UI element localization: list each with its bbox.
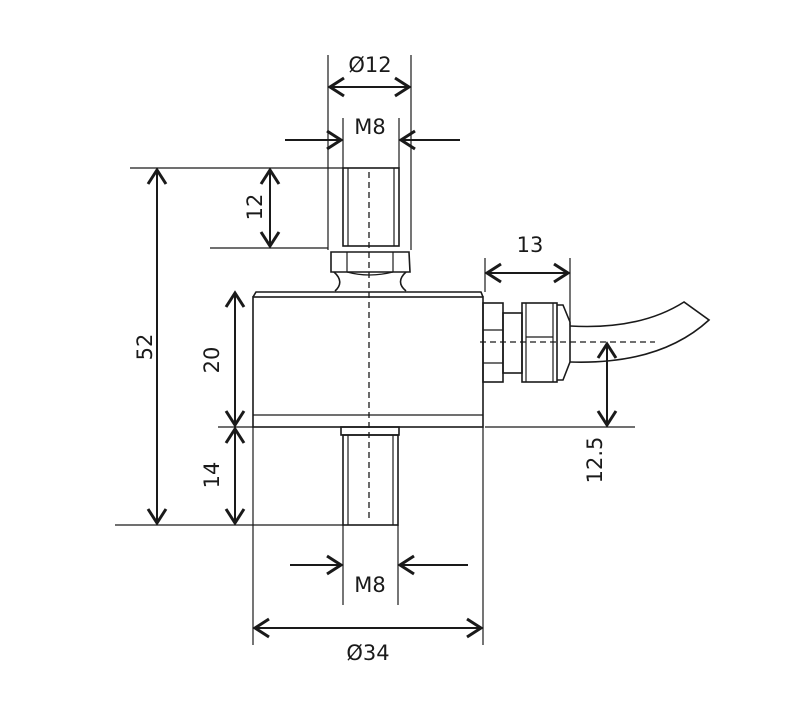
dim-top-diameter: [327, 55, 412, 250]
dim-label-connector-length: 13: [517, 233, 544, 257]
top-hex-nut: [330, 251, 411, 292]
dim-label-body-diameter: Ø34: [346, 641, 389, 665]
cable-connector: [482, 302, 571, 383]
dim-top-stud-length: [210, 167, 328, 249]
dim-cable-height: [485, 341, 635, 428]
dim-total-height: [115, 167, 343, 526]
dim-label-top-thread: M8: [354, 115, 385, 139]
load-cell-body: [252, 291, 484, 428]
dim-label-bottom-thread: M8: [354, 573, 385, 597]
dim-top-thread: [285, 118, 460, 168]
dim-connector-length: [484, 258, 571, 325]
dim-body-diameter: [252, 427, 484, 645]
dim-body-height: [218, 290, 253, 428]
dim-label-total-height: 52: [133, 334, 157, 361]
bottom-threaded-stud: [340, 426, 400, 526]
dim-label-body-height: 20: [200, 347, 224, 374]
top-threaded-stud: [342, 167, 400, 247]
dim-bottom-thread: [290, 525, 468, 605]
cable: [569, 301, 711, 363]
dim-label-top-diameter: Ø12: [348, 53, 391, 77]
dim-label-bottom-stud-length: 14: [200, 462, 224, 489]
dim-bottom-stud-length: [224, 426, 246, 526]
dim-label-top-stud-length: 12: [243, 194, 267, 221]
dim-label-cable-height: 12.5: [583, 437, 607, 484]
